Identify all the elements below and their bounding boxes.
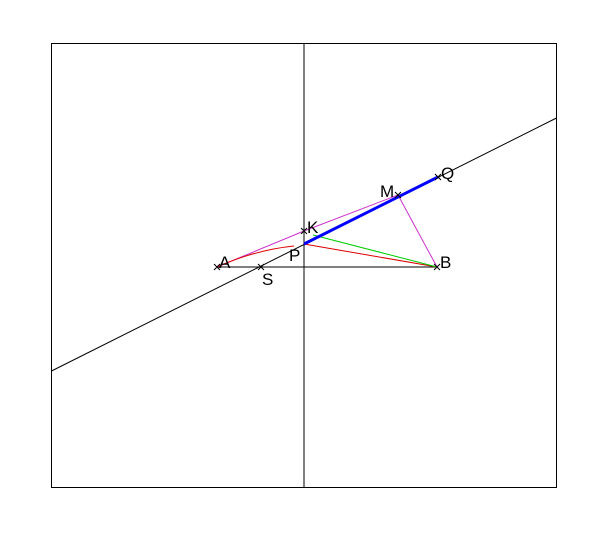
point-k-marker [300, 227, 308, 235]
point-a-marker [213, 263, 221, 271]
point-s-marker [257, 263, 265, 271]
curve-ap [216, 245, 295, 268]
segment-kb-green [312, 234, 438, 268]
point-m-marker [394, 191, 402, 199]
label-a: A [219, 253, 231, 272]
point-b-marker [433, 263, 441, 271]
point-q-marker [434, 173, 442, 181]
segment-km [303, 194, 399, 232]
label-m: M [380, 182, 394, 201]
label-q: Q [441, 164, 454, 183]
segment-pq [303, 175, 439, 246]
label-b: B [440, 253, 451, 272]
label-s: S [262, 270, 273, 289]
segment-mb [397, 194, 438, 268]
label-p: P [289, 246, 300, 265]
segment-pb-red [303, 243, 438, 268]
point-markers [213, 173, 442, 271]
label-k: K [307, 218, 319, 237]
